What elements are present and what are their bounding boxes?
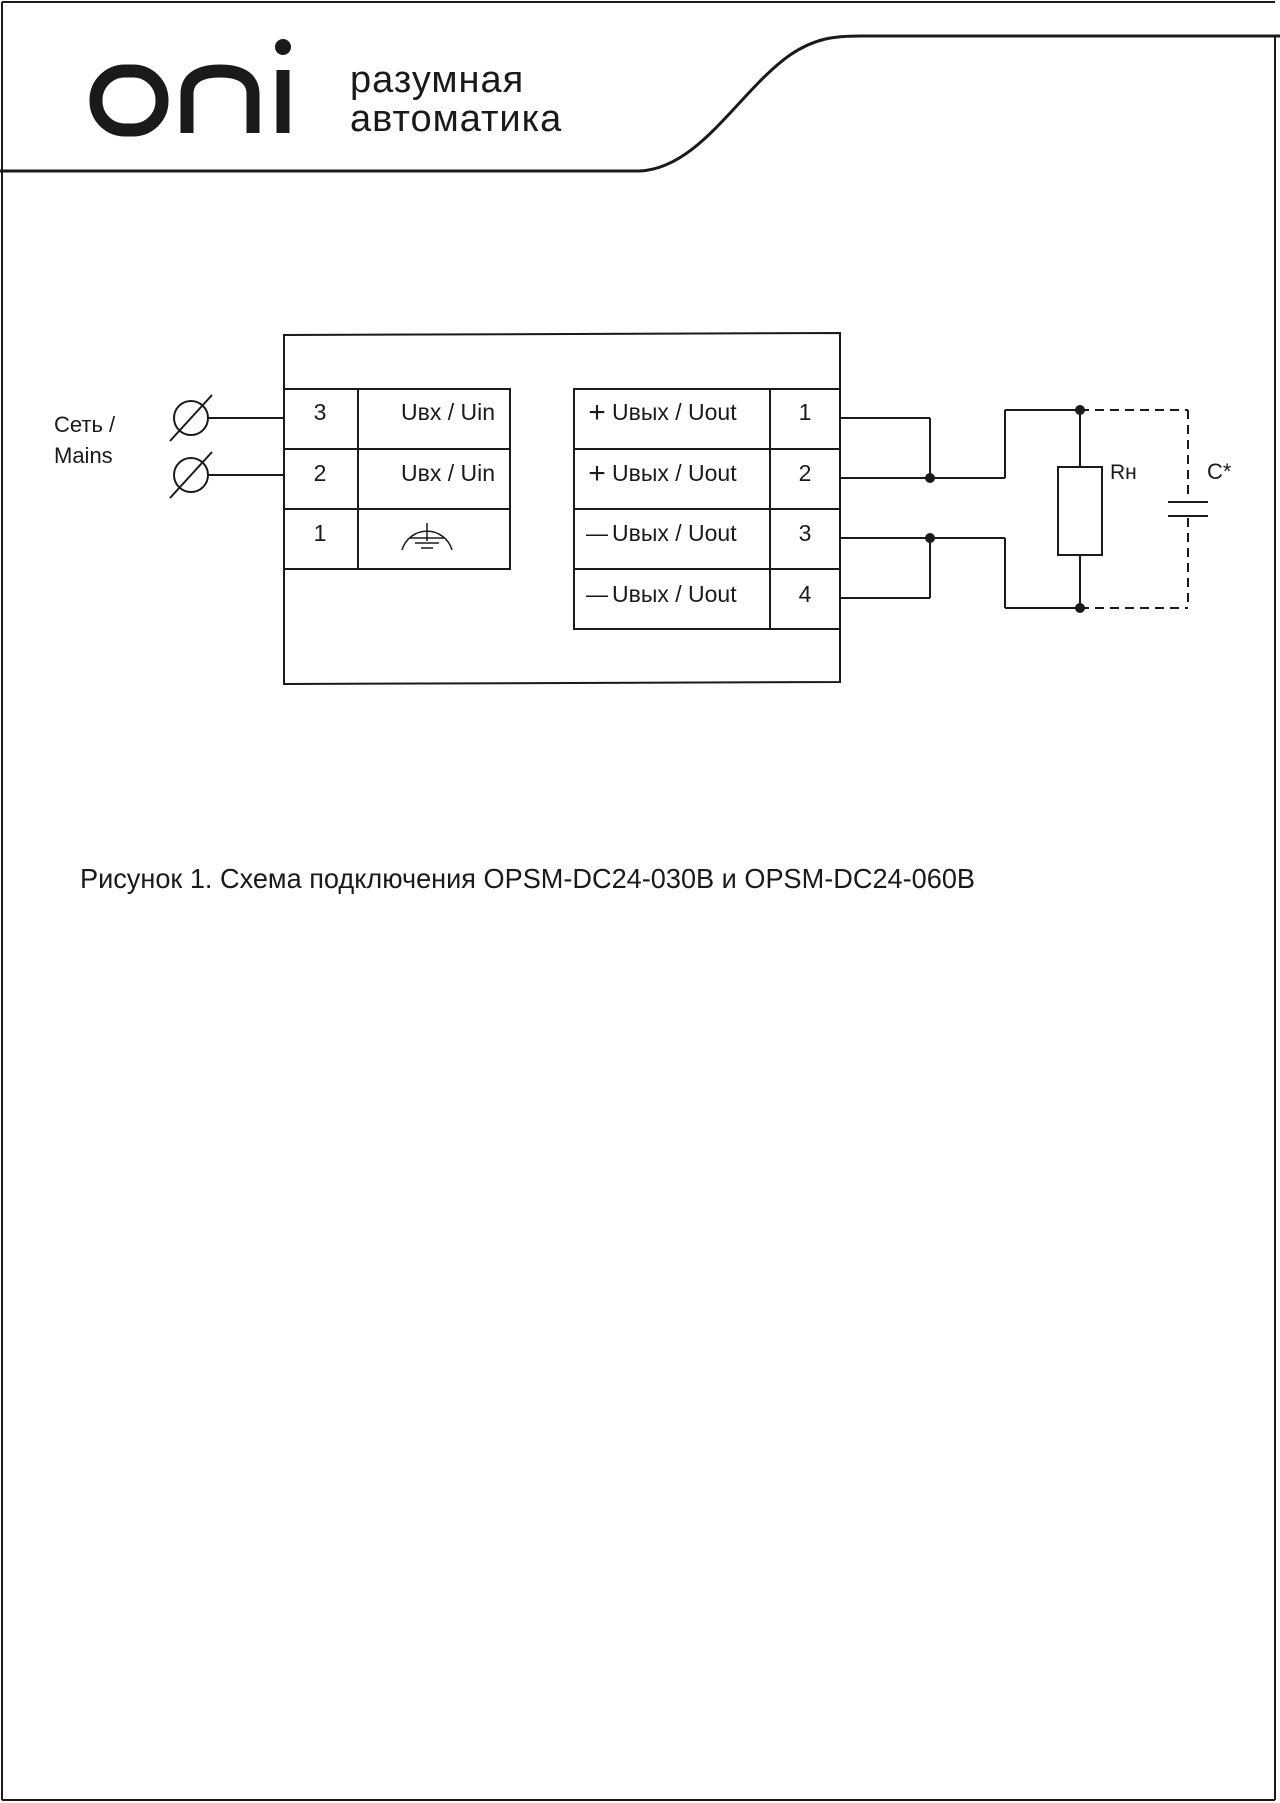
output-terminal-sign: +	[588, 457, 606, 490]
load-resistor-label: Rн	[1110, 461, 1137, 484]
logo-i-dot	[275, 39, 291, 55]
mains-label-line2: Mains	[54, 443, 113, 468]
junction-dot-minus	[925, 533, 935, 543]
protective-earth-icon	[401, 523, 453, 551]
figure-caption: Рисунок 1. Схема подключения OPSM-DC24-0…	[80, 863, 975, 894]
output-terminal-sign: —	[586, 582, 608, 607]
logo-tagline-line1: разумная	[350, 59, 524, 101]
input-terminal-label: Uвх / Uin	[401, 460, 495, 486]
load-resistor	[1057, 466, 1103, 556]
output-terminal-number: 2	[799, 460, 812, 486]
mains-label-line1: Сеть /	[54, 412, 116, 437]
junction-dot-plus	[925, 473, 935, 483]
capacitor-label: C*	[1207, 459, 1232, 484]
output-terminal-label: Uвых / Uout	[612, 520, 737, 546]
output-terminal-label: Uвых / Uout	[612, 399, 737, 425]
output-terminal-number: 4	[799, 581, 812, 607]
input-terminal-number: 2	[314, 460, 327, 486]
input-terminal-label: Uвх / Uin	[401, 399, 495, 425]
logo-tagline-line2: автоматика	[350, 98, 562, 140]
output-terminal-sign: +	[588, 396, 606, 429]
oni-logo	[89, 64, 290, 137]
junction-dots	[925, 405, 1085, 613]
output-terminal-label: Uвых / Uout	[612, 460, 737, 486]
wiring-diagram	[169, 331, 1208, 686]
output-terminal-sign: —	[586, 521, 608, 546]
junction-dot-load-bottom	[1075, 603, 1085, 613]
junction-dot-load-top	[1075, 405, 1085, 415]
mains-terminal-symbol-top	[169, 394, 213, 442]
mains-terminal-symbol-bottom	[169, 451, 213, 499]
output-terminal-label: Uвых / Uout	[612, 581, 737, 607]
header-divider-curve	[0, 34, 1280, 173]
output-terminal-number: 3	[799, 520, 812, 546]
input-terminal-block	[283, 388, 511, 570]
input-terminal-number: 3	[314, 399, 327, 425]
optional-capacitor	[1080, 409, 1189, 609]
output-terminal-number: 1	[799, 399, 812, 425]
input-terminal-number: 1	[314, 520, 327, 546]
